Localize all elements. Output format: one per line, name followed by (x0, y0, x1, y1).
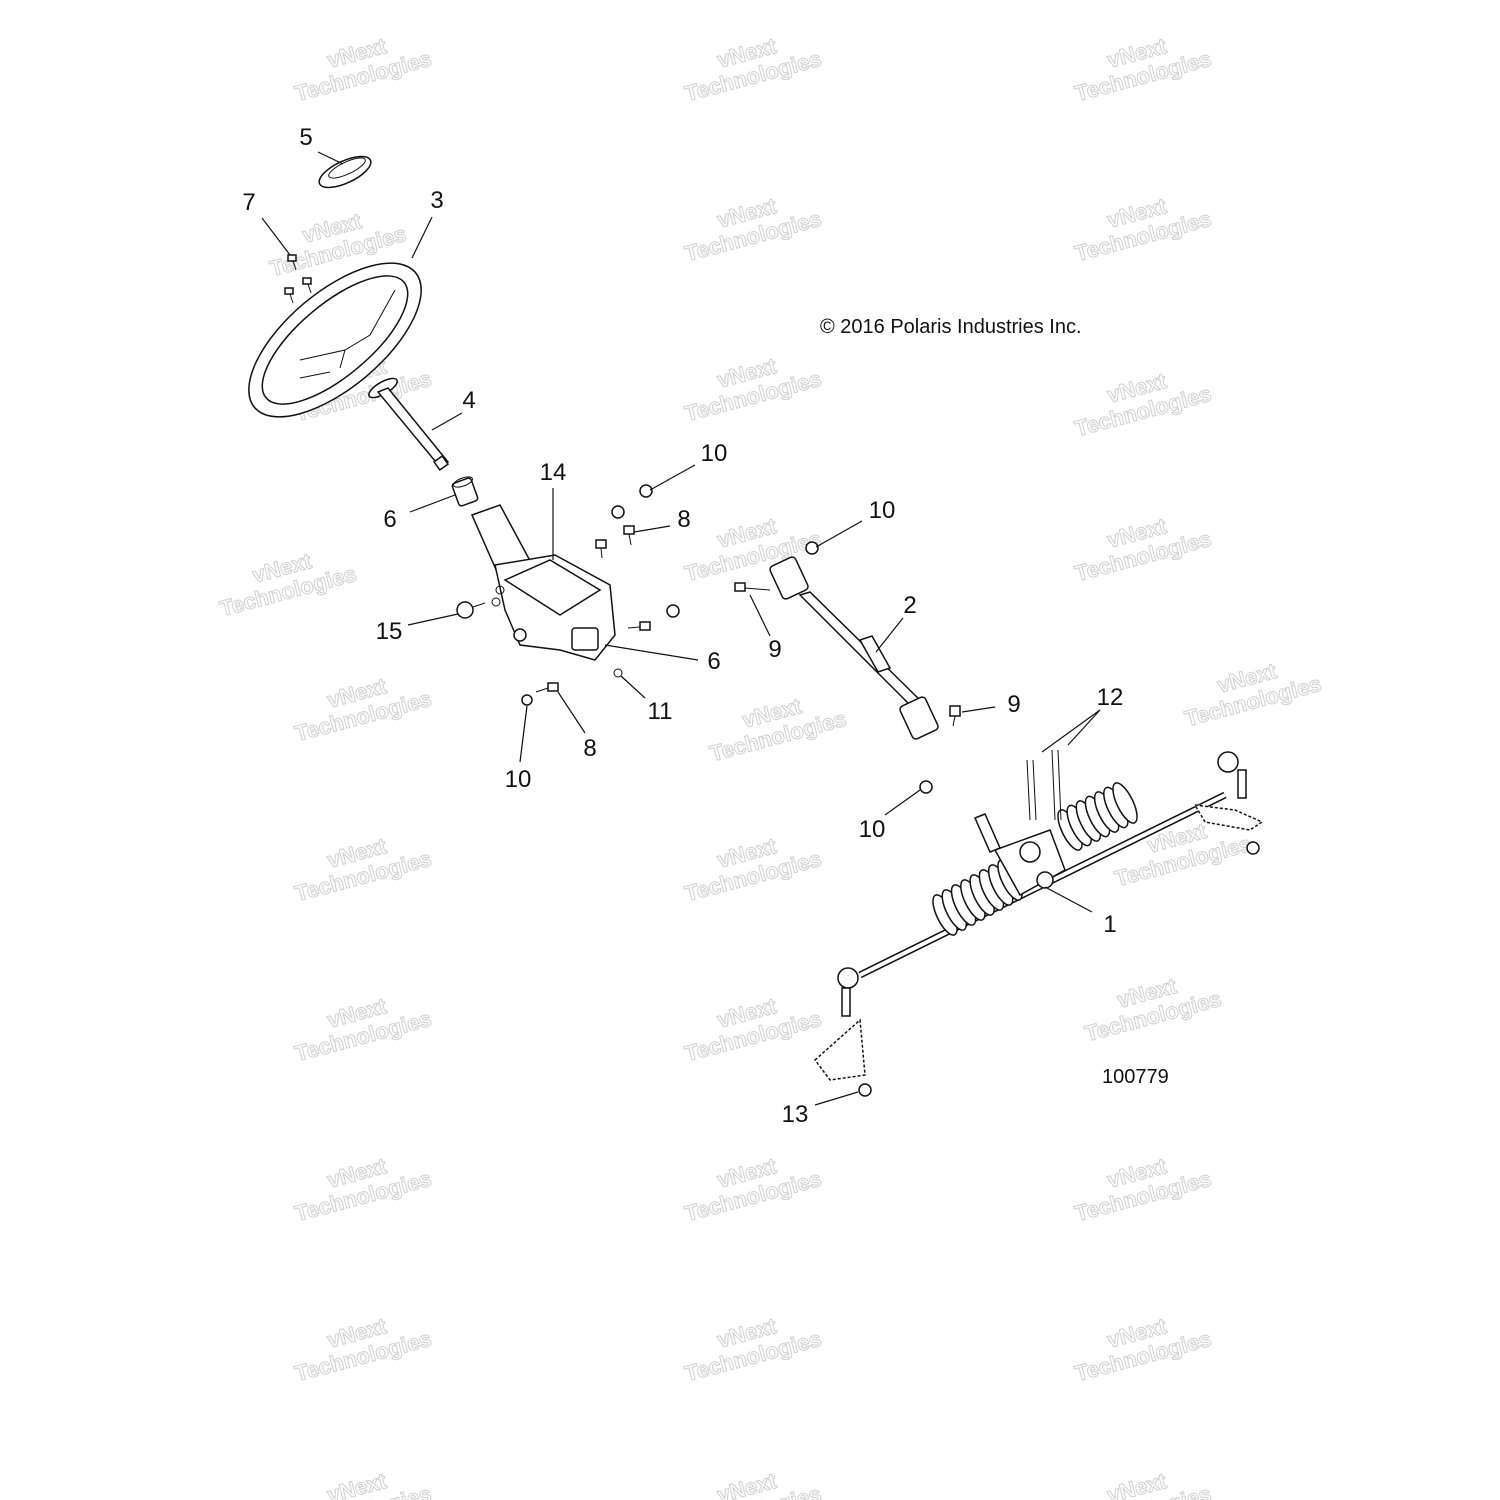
drawing-number: 100779 (1102, 1066, 1169, 1088)
callout-steering-rack[interactable]: 1 (1103, 911, 1117, 938)
intermediate-shaft[interactable] (734, 541, 961, 794)
callout-nut[interactable]: 10 (868, 497, 896, 524)
steering-column-bracket[interactable] (470, 504, 616, 661)
callout-rack-bolts[interactable]: 12 (1096, 684, 1124, 711)
copyright-notice: © 2016 Polaris Industries Inc. (820, 316, 1082, 338)
callout-bushing[interactable]: 6 (383, 506, 397, 533)
callout-horn-cap[interactable]: 5 (299, 124, 313, 151)
callout-nut[interactable]: 10 (504, 766, 532, 793)
callout-steering-shaft[interactable]: 4 (462, 387, 476, 414)
callout-bolt[interactable]: 9 (1007, 691, 1021, 718)
callout-nut[interactable]: 13 (781, 1101, 809, 1128)
bushing[interactable] (451, 475, 479, 507)
steering-shaft[interactable] (366, 375, 450, 472)
callout-bolt[interactable]: 8 (583, 735, 597, 762)
callout-bolt[interactable]: 8 (677, 506, 691, 533)
bellows-rib (1112, 782, 1138, 824)
callout-steering-column-bracket[interactable]: 14 (539, 459, 567, 486)
horn-cap[interactable] (315, 150, 375, 194)
callout-knob[interactable]: 15 (375, 618, 403, 645)
callout-clip[interactable]: 11 (647, 698, 673, 725)
callout-bolt[interactable]: 9 (768, 636, 782, 663)
screws[interactable] (284, 254, 312, 304)
callout-nut[interactable]: 10 (858, 816, 886, 843)
steering-wheel[interactable] (224, 236, 447, 445)
steering-rack[interactable] (813, 749, 1264, 1097)
nuts-and-bolts[interactable] (456, 484, 680, 706)
leader-lines (261, 151, 1101, 1106)
callout-screws[interactable]: 7 (242, 189, 256, 216)
callout-nut[interactable]: 10 (700, 440, 728, 467)
callout-bushing[interactable]: 6 (707, 648, 721, 675)
callout-steering-wheel[interactable]: 3 (430, 187, 444, 214)
callout-intermediate-shaft[interactable]: 2 (903, 592, 917, 619)
